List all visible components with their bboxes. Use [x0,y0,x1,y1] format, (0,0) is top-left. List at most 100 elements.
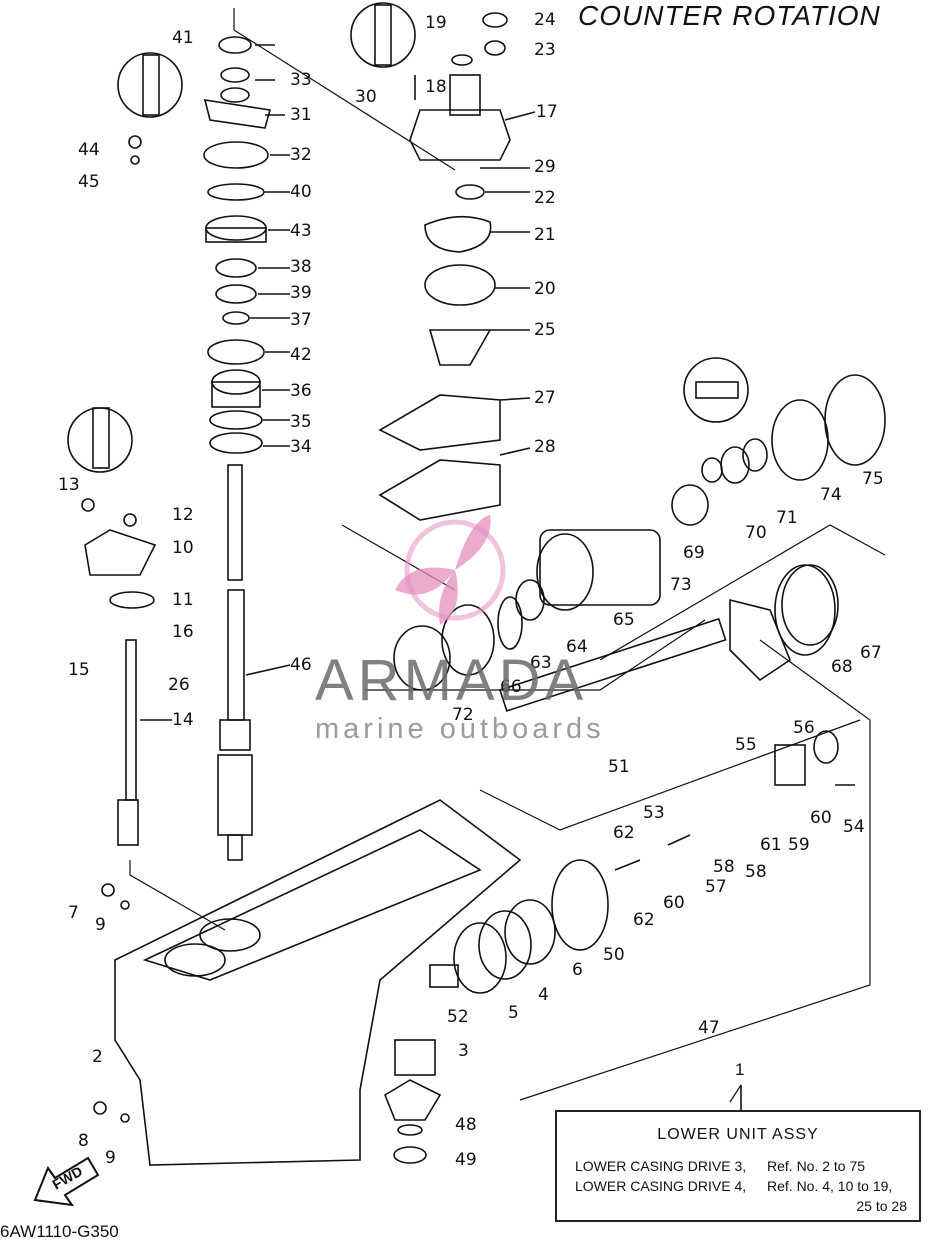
part-67 [774,564,836,656]
callout-18: 18 [425,77,447,97]
callout-60: 60 [663,893,685,913]
callout-17: 17 [536,102,558,122]
callout-9: 9 [95,915,106,935]
clip-icon-top-left [117,52,183,118]
part-37 [222,311,250,325]
callout-12: 12 [172,505,194,525]
part-40 [207,183,265,201]
callout-75: 75 [862,469,884,489]
lower-casing-2 [114,799,522,1166]
callout-9: 9 [105,1148,116,1168]
callout-65: 65 [613,610,635,630]
callout-36: 36 [290,381,312,401]
assy-row-1-name: LOWER CASING DRIVE 3, [575,1158,747,1174]
ring-74 [771,399,829,481]
ring-75 [824,374,886,466]
washer-48 [397,1124,423,1136]
gasket-21 [424,215,492,253]
callout-68: 68 [831,657,853,677]
assy-row-3-refs: 25 to 28 [856,1198,907,1214]
assy-info-box: LOWER UNIT ASSY LOWER CASING DRIVE 3, Re… [555,1110,921,1222]
callout-23: 23 [534,40,556,60]
assy-heading: LOWER UNIT ASSY [657,1126,819,1143]
callout-70: 70 [745,523,767,543]
callout-45: 45 [78,172,100,192]
callout-43: 43 [290,221,312,241]
callout-33: 33 [290,70,312,90]
callout-26: 26 [168,675,190,695]
impeller-housing-20 [424,264,496,306]
nut-49 [393,1146,427,1164]
callout-28: 28 [534,437,556,457]
callout-69: 69 [683,543,705,563]
diagram-title: COUNTER ROTATION [578,0,881,31]
callout-21: 21 [534,225,556,245]
callout-30: 30 [355,87,377,107]
callout-25: 25 [534,320,556,340]
callout-54: 54 [843,817,865,837]
callout-20: 20 [534,279,556,299]
callout-71: 71 [776,508,798,528]
callout-60: 60 [810,808,832,828]
callout-66: 66 [500,677,522,697]
callout-62: 62 [633,910,655,930]
callout-24: 24 [534,10,556,30]
callout-13: 13 [58,475,80,495]
callout-32: 32 [290,145,312,165]
drive-shaft-lower [227,589,245,721]
bearing-66 [441,604,495,676]
callout-73: 73 [670,575,692,595]
callout-3: 3 [458,1041,469,1061]
fwd-arrow: FWD [33,1156,100,1207]
watermark-tagline: marine outboards [315,713,605,745]
callout-29: 29 [534,157,556,177]
callout-6: 6 [572,960,583,980]
callout-46: 46 [290,655,312,675]
callout-15: 15 [68,660,90,680]
callout-16: 16 [172,622,194,642]
callout-44: 44 [78,140,100,160]
callout-40: 40 [290,182,312,202]
callout-8: 8 [78,1131,89,1151]
callout-64: 64 [566,637,588,657]
callout-4: 4 [538,985,549,1005]
callout-39: 39 [290,283,312,303]
callout-14: 14 [172,710,194,730]
callout-67: 67 [860,643,882,663]
drawing-code: 6AW1110-G350 [0,1222,119,1241]
callout-47: 47 [698,1018,720,1038]
clip-icon-right [683,357,749,423]
gear-bevel [729,598,791,682]
oring-11 [109,591,155,609]
callout-63: 63 [530,653,552,673]
assy-ref-number: 1 [735,1060,745,1079]
callout-5: 5 [508,1003,519,1023]
impeller-25 [428,329,492,366]
bearing-4 [478,910,532,980]
callout-35: 35 [290,412,312,432]
callout-7: 7 [68,903,79,923]
oring-72 [393,625,451,691]
callout-2: 2 [92,1047,103,1067]
spring-56 [813,730,839,764]
watermark-brand: ARMADA [315,648,587,713]
guide-line [233,8,456,171]
oring-64 [515,579,545,621]
assy-row-2-refs: Ref. No. 4, 10 to 19, [767,1178,893,1194]
callout-55: 55 [735,735,757,755]
callout-53: 53 [643,803,665,823]
part-52 [429,964,459,988]
part-41 [218,36,252,54]
callout-19: 19 [425,13,447,33]
shift-rod-bracket-10 [84,529,157,576]
callout-31: 31 [290,105,312,125]
drive-shaft-upper [227,464,243,581]
part-31 [203,99,272,129]
callout-52: 52 [447,1007,469,1027]
gear-50 [551,859,609,951]
callout-61: 61 [760,835,782,855]
callout-48: 48 [455,1115,477,1135]
